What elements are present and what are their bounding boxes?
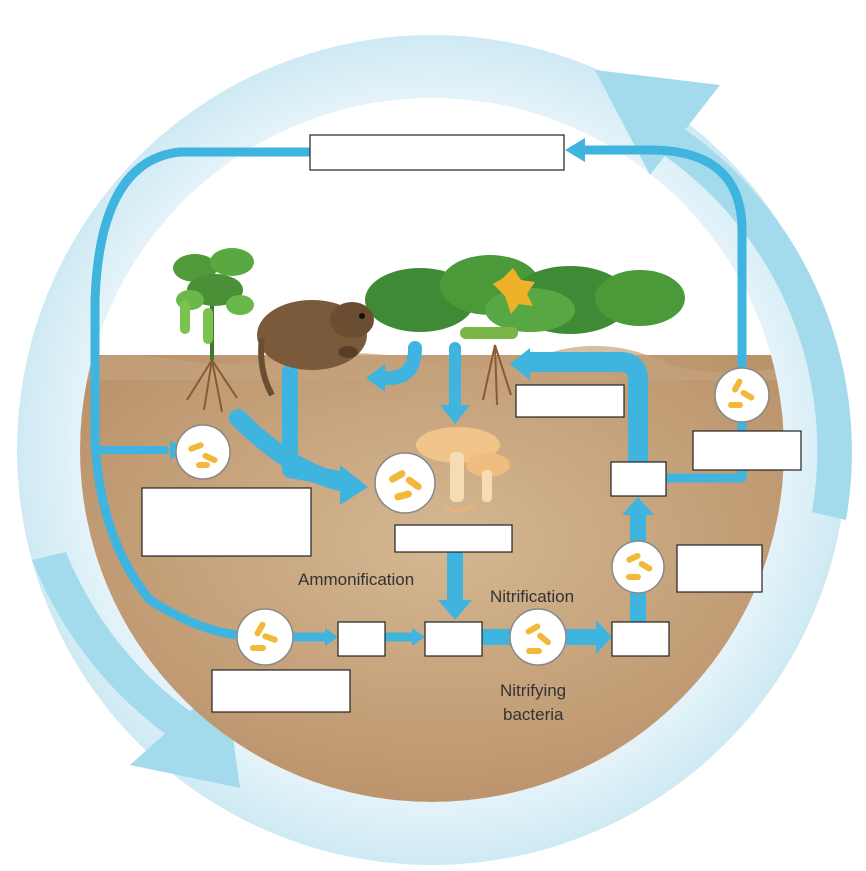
outer-arrow-right-head [595,70,720,175]
blank-box-nitrite-bacteria[interactable] [676,544,763,593]
arrow-top-left-loop [90,147,315,640]
mushroom-icon [416,427,510,513]
blank-box-right-column[interactable] [610,461,667,497]
blank-box-bottom-left[interactable] [211,669,351,713]
blank-box-right-bacteria[interactable] [692,430,802,471]
pea-plant-icon [173,248,254,413]
blank-box-chain-2[interactable] [424,621,483,657]
bacteria-icon [611,540,665,594]
bacteria-icon [509,608,567,666]
blank-box-decomposers[interactable] [394,524,513,553]
squash-plant-icon [365,255,685,406]
outer-arrow-left [32,552,222,760]
label-nitrification: Nitrification [490,587,574,606]
blank-box-chain-3[interactable] [611,621,670,657]
blank-box-left-bacteria[interactable] [141,487,312,557]
label-nitrifying-bacteria-line2: bacteria [503,705,564,724]
label-ammonification: Ammonification [298,570,414,589]
blank-box-top[interactable] [309,134,565,171]
animal-icon [257,300,374,397]
bacteria-icon [714,367,770,423]
answer-boxes [141,134,802,713]
arrow-right-up-loop [580,145,747,375]
bacteria-icon [175,424,231,480]
bacteria-icon [374,452,436,514]
blank-box-plant-uptake[interactable] [515,384,625,418]
blank-box-chain-1[interactable] [337,621,386,657]
bacteria-icon [236,608,294,666]
label-nitrifying-bacteria-line1: Nitrifying [500,681,566,700]
